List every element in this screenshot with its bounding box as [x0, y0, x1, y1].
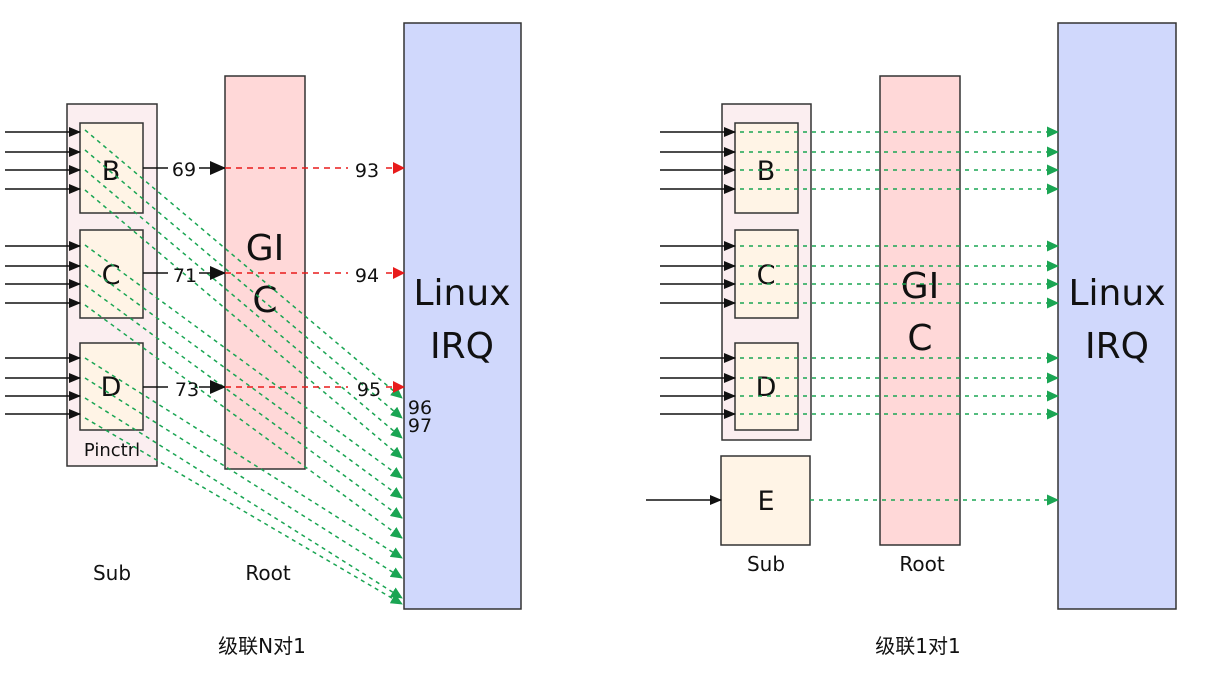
right-irq-label-line1: Linux: [1069, 273, 1166, 314]
green-dashed-line: [84, 169, 403, 439]
right-block-b-label: B: [757, 156, 776, 187]
green-dashed-line: [84, 397, 403, 599]
green-dashed-line: [84, 149, 403, 419]
left-block-c-label: C: [102, 260, 121, 291]
right-gic-box: [879, 75, 961, 546]
left-root-label: Root: [245, 561, 290, 585]
left-sub-label: Sub: [93, 561, 131, 585]
left-input-arrows: [5, 127, 81, 419]
right-green-dashed-lines: [740, 126, 1059, 506]
left-irq-label-line2: IRQ: [430, 326, 494, 367]
left-sub-to-gic-arrows: [143, 161, 226, 394]
right-block-e-label: E: [757, 486, 774, 517]
right-block-e: [720, 455, 811, 546]
green-dashed-line: [84, 357, 403, 559]
irq-number-96: 96: [408, 397, 432, 419]
left-block-d: [79, 342, 144, 431]
right-irq-label-line2: IRQ: [1085, 326, 1149, 367]
left-green-dashed-lines: [84, 129, 403, 605]
right-block-d-label: D: [756, 372, 777, 403]
right-gic-label-line2: C: [907, 318, 932, 359]
left-caption: 级联N对1: [218, 634, 306, 658]
green-dashed-line: [84, 244, 403, 479]
left-block-b: [79, 122, 144, 214]
irq-number-93: 93: [355, 160, 379, 182]
right-gic-label-line1: GI: [901, 266, 940, 307]
right-block-c-label: C: [757, 260, 776, 291]
right-input-arrows: [646, 127, 736, 505]
green-dashed-line: [84, 304, 403, 539]
left-linux-irq-box: [403, 22, 522, 610]
irq-number-95: 95: [357, 379, 381, 401]
green-dashed-line: [84, 417, 403, 605]
irq-number-94: 94: [355, 265, 379, 287]
right-linux-irq-box: [1057, 22, 1177, 610]
gic-number-69: 69: [172, 159, 196, 181]
green-dashed-line: [84, 129, 403, 399]
left-pinctrl-label: Pinctrl: [84, 440, 140, 461]
left-irq-label-line1: Linux: [414, 273, 511, 314]
green-dashed-line: [84, 284, 403, 519]
left-diagram: Linux IRQ GI C Pinctrl B C D: [5, 22, 522, 658]
gic-number-73: 73: [175, 379, 199, 401]
left-block-c: [79, 229, 144, 319]
gic-number-71: 71: [173, 265, 197, 287]
green-dashed-line: [84, 377, 403, 579]
green-dashed-line: [84, 264, 403, 499]
left-block-d-label: D: [101, 372, 122, 403]
right-block-b: [734, 122, 799, 214]
green-dashed-line: [84, 189, 403, 459]
left-gic-label-line1: GI: [246, 228, 285, 269]
irq-number-97: 97: [408, 415, 432, 437]
right-caption: 级联1对1: [875, 634, 960, 658]
right-sub-label: Sub: [747, 552, 785, 576]
right-root-label: Root: [899, 552, 944, 576]
left-red-dashed-lines: [225, 162, 405, 393]
right-diagram: Linux IRQ GI C B C D E: [646, 22, 1177, 658]
